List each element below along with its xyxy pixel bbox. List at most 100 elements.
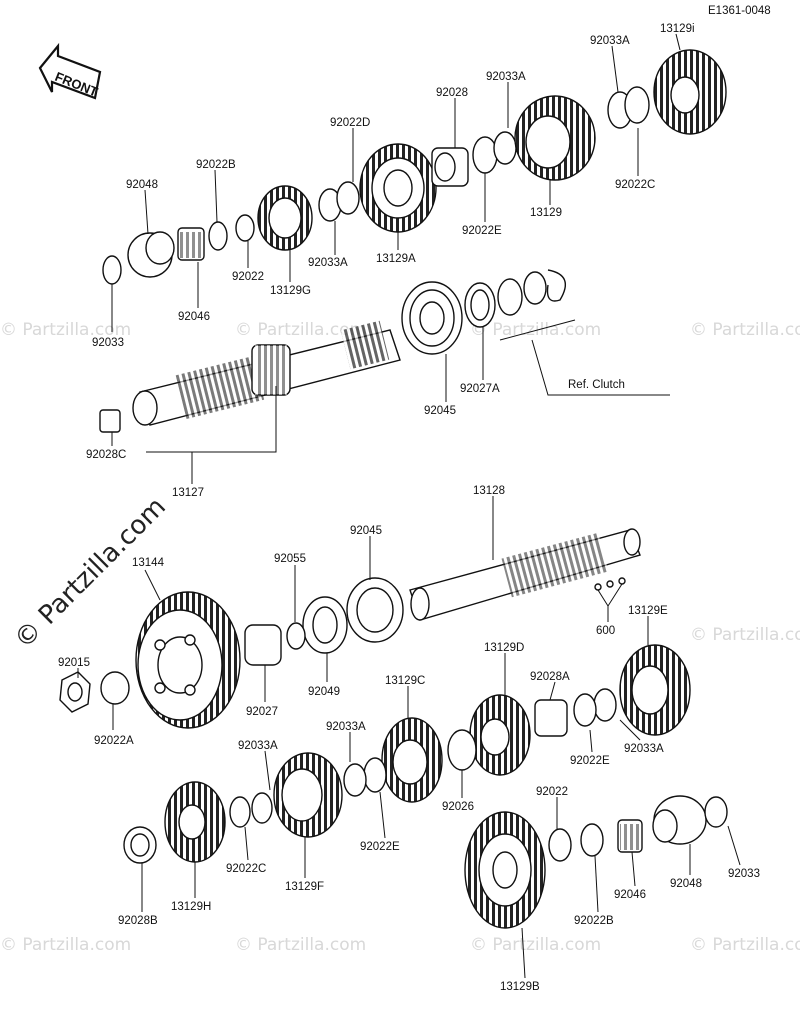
bushing-92028A xyxy=(534,699,568,737)
diagram-code: E1361-0048 xyxy=(708,5,771,17)
part-label: 13127 xyxy=(172,487,204,499)
part-label: 92033A xyxy=(326,721,366,733)
part-label: 13129F xyxy=(285,881,324,893)
watermark: © Partzilla.com xyxy=(690,320,800,340)
ring-92022E-mid xyxy=(343,757,387,797)
watermark: © Partzilla.com xyxy=(470,935,601,955)
part-label: 92048 xyxy=(126,179,158,191)
part-label: 92022B xyxy=(196,159,236,171)
bearing-92046-low xyxy=(617,819,643,853)
part-label: 92022 xyxy=(536,786,568,798)
gear-13129C xyxy=(381,717,443,803)
bearing-92045 xyxy=(401,281,463,355)
washer-92022-top xyxy=(235,214,255,242)
pins-600 xyxy=(594,577,626,591)
nut-92015 xyxy=(59,671,91,713)
washer-92026 xyxy=(447,729,477,771)
ring-92022E-top xyxy=(472,131,517,174)
bearing-92046-top xyxy=(177,227,205,261)
ring-ref xyxy=(497,269,567,316)
gear-13129F xyxy=(273,752,343,838)
part-label: 92022C xyxy=(615,179,655,191)
watermark: © Partzilla.com xyxy=(690,625,800,645)
part-label: 92033 xyxy=(728,868,760,880)
part-label: 92033A xyxy=(238,740,278,752)
part-label: 92033A xyxy=(590,35,630,47)
part-label: 13129E xyxy=(628,605,668,617)
sprocket-13144 xyxy=(135,591,241,729)
part-label: 92055 xyxy=(274,553,306,565)
part-label: 92022E xyxy=(570,755,610,767)
shaft-13127 xyxy=(132,320,401,426)
part-label: 92033A xyxy=(624,743,664,755)
part-label: 92028C xyxy=(86,449,126,461)
watermark: © Partzilla.com xyxy=(0,935,131,955)
washer-92022B-low xyxy=(580,823,604,857)
washer-92027A xyxy=(464,282,496,328)
washer-92022A xyxy=(100,671,130,705)
gear-13129D xyxy=(469,694,531,776)
part-label: 92048 xyxy=(670,878,702,890)
sleeve-92048-top xyxy=(127,231,175,278)
watermark: © Partzilla.com xyxy=(235,935,366,955)
ring-92033A-4 xyxy=(573,688,617,727)
part-label: 13129G xyxy=(270,285,311,297)
part-label: 13128 xyxy=(473,485,505,497)
watermark: © Partzilla.com xyxy=(235,320,366,340)
part-label: 92046 xyxy=(178,311,210,323)
part-label: 92022 xyxy=(232,271,264,283)
ring-92033A-3 xyxy=(318,181,360,222)
part-label: 92045 xyxy=(424,405,456,417)
part-label: 92045 xyxy=(350,525,382,537)
collar-92028C xyxy=(99,409,121,433)
part-label: 92033A xyxy=(486,71,526,83)
part-label: 92022A xyxy=(94,735,134,747)
ring-92033-top xyxy=(102,255,122,285)
part-label: 92022E xyxy=(462,225,502,237)
washer-92022-low xyxy=(548,828,572,862)
part-label: 92022C xyxy=(226,863,266,875)
gear-13129B xyxy=(464,811,546,929)
part-label: 13129 xyxy=(530,207,562,219)
leader-lines xyxy=(77,33,741,979)
gear-13129G xyxy=(257,185,313,251)
bushing-92028B xyxy=(123,826,157,864)
ring-92022C-top xyxy=(607,86,650,129)
part-label: 13129C xyxy=(385,675,425,687)
part-labels: 13129i 92033A 92033A 92028 92022D 92022B… xyxy=(58,23,760,993)
ring-92033-low xyxy=(704,796,728,828)
part-label: 13129B xyxy=(500,981,540,993)
part-label: 600 xyxy=(596,625,615,637)
washer-92022B-top xyxy=(208,221,228,251)
part-label: 92033 xyxy=(92,337,124,349)
ring-92022C-low xyxy=(229,792,273,828)
part-label: 92027 xyxy=(246,706,278,718)
bearing-92045-mid xyxy=(346,577,404,643)
gear-13129E xyxy=(619,644,691,736)
part-label: 92033A xyxy=(308,257,348,269)
part-label: 13129i xyxy=(660,23,695,35)
part-label: 13129D xyxy=(484,642,524,654)
watermark: © Partzilla.com xyxy=(0,320,131,340)
part-label: 92028B xyxy=(118,915,158,927)
watermark: © Partzilla.com xyxy=(690,935,800,955)
part-label: 92046 xyxy=(614,889,646,901)
sleeve-92048-low xyxy=(652,795,707,845)
shaft-13128 xyxy=(409,528,641,621)
ring-92055 xyxy=(286,622,306,650)
part-label: 13129A xyxy=(376,253,416,265)
part-label: 13129H xyxy=(171,901,211,913)
part-label: 92022E xyxy=(360,841,400,853)
seal-92049 xyxy=(302,596,348,654)
bushing-92028 xyxy=(431,147,469,187)
gear-13129 xyxy=(514,95,596,181)
part-label: 92027A xyxy=(460,383,500,395)
part-label: 92015 xyxy=(58,657,90,669)
front-arrow-icon: FRONT xyxy=(38,42,102,100)
part-label: 92028A xyxy=(530,671,570,683)
part-label: 92049 xyxy=(308,686,340,698)
part-label: 92026 xyxy=(442,801,474,813)
collar-92027 xyxy=(244,624,282,666)
part-label: 92022D xyxy=(330,117,370,129)
